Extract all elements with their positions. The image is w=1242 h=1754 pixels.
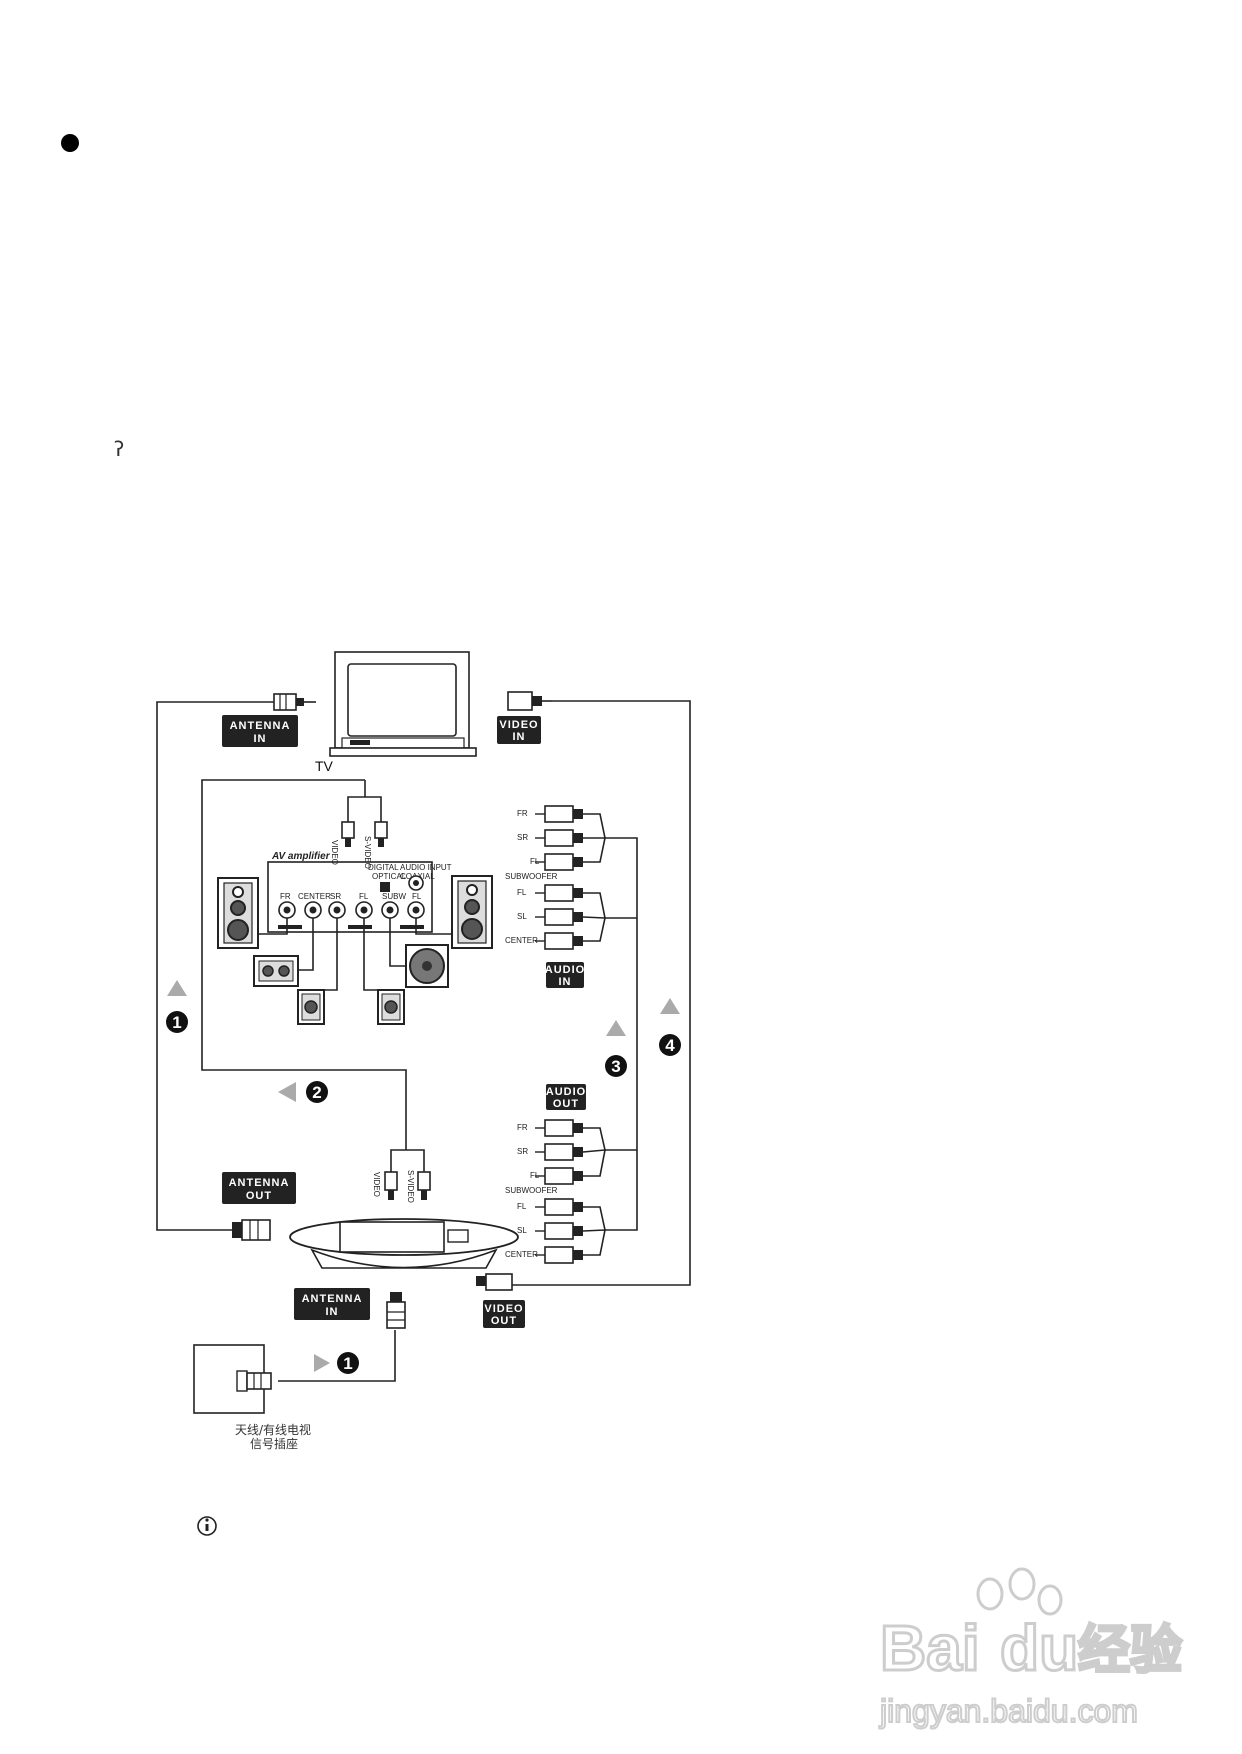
svg-text:SL: SL [517,912,527,921]
svg-text:AUDIO: AUDIO [546,1086,586,1098]
svg-text:FR: FR [280,892,291,901]
svg-text:SUBW: SUBW [382,892,406,901]
wall-socket-label-2: 信号插座 [250,1436,298,1451]
av-amplifier: AV amplifier DIGITAL AUDIO INPUT OPTICAL… [267,851,452,933]
step-2-marker: 2 [278,1081,328,1103]
svg-text:VIDEO: VIDEO [372,1172,381,1197]
svg-text:4: 4 [665,1036,675,1055]
svg-text:3: 3 [611,1057,620,1076]
baidu-watermark: Bai du 经验 jingyan.baidu.com [878,1567,1184,1730]
video-out-badge: VIDEO OUT [483,1300,525,1328]
bullet-dot [61,134,79,152]
svg-text:SL: SL [517,1226,527,1235]
antenna-in-connector-player [386,1292,406,1329]
svg-text:FL: FL [359,892,369,901]
amp-jacks: FR CENTER SR FL SUBW FL [278,892,425,929]
svg-text:ANTENNA: ANTENNA [229,1177,290,1189]
svg-text:FL: FL [530,1171,540,1180]
svg-text:S-VIDEO: S-VIDEO [363,836,372,869]
speaker-wires [258,918,452,991]
video-in-badge-tv: VIDEO IN [497,716,541,744]
svg-text:1: 1 [343,1354,352,1373]
video-connector-tv [507,691,552,711]
player-video-plugs: VIDEO S-VIDEO [372,1170,431,1203]
antenna-in-badge-tv: ANTENNA IN [222,715,298,747]
speaker-front-right [451,875,493,949]
wall-wire [278,1330,396,1382]
svg-text:ANTENNA: ANTENNA [302,1293,363,1305]
svg-text:VIDEO: VIDEO [330,840,339,865]
audio-in-badge: AUDIO IN [545,962,585,988]
svg-text:AUDIO: AUDIO [545,964,585,976]
antenna-wire [156,701,274,1231]
av-amplifier-label: AV amplifier [271,851,331,862]
watermark-bai: Bai [880,1612,980,1684]
svg-text:OUT: OUT [491,1315,517,1327]
speaker-subwoofer [405,944,449,988]
audio-out-badge: AUDIO OUT [546,1084,586,1110]
svg-text:IN: IN [254,733,267,745]
antenna-connector-tv [273,693,316,711]
svg-text:VIDEO: VIDEO [484,1303,523,1315]
svg-text:CENTER: CENTER [505,936,538,945]
svg-text:2: 2 [312,1083,321,1102]
antenna-in-badge-player: ANTENNA IN [294,1288,370,1320]
svg-text:FL: FL [517,1202,527,1211]
speaker-front-left [217,877,259,949]
tv-label: TV [315,758,334,774]
info-icon [197,1516,217,1536]
svg-text:SR: SR [517,833,528,842]
svg-text:OPTICAL: OPTICAL [372,872,407,881]
video-wire [512,700,691,1286]
svg-text:SUBWOOFER: SUBWOOFER [505,1186,558,1195]
audio-in-connectors: FR SR FL SUBWOOFER FL SL [505,805,606,950]
svg-text:CENTER: CENTER [298,892,331,901]
step-4-marker: 4 [659,998,681,1056]
dvd-player [289,1218,519,1269]
wall-socket [193,1344,272,1414]
watermark-cn: 经验 [1078,1621,1182,1681]
ear-icon: ʔ [114,437,124,461]
svg-text:SR: SR [517,1147,528,1156]
antenna-out-connector [232,1219,271,1241]
svg-text:SUBWOOFER: SUBWOOFER [505,872,558,881]
svg-text:FL: FL [530,857,540,866]
audio-out-connectors: FR SR FL SUBWOOFER FL SL [505,1119,606,1264]
tv [329,651,477,757]
wall-socket-label-1: 天线/有线电视 [235,1422,311,1437]
video-out-connector [476,1273,513,1291]
step-3-marker: 3 [605,1020,627,1077]
antenna-out-badge: ANTENNA OUT [222,1172,296,1204]
speaker-surround-right [377,989,405,1025]
svg-text:OUT: OUT [553,1098,579,1110]
svg-text:VIDEO: VIDEO [499,719,538,731]
svg-text:FR: FR [517,809,528,818]
player-video-wire [390,1149,425,1172]
svg-text:ANTENNA: ANTENNA [230,720,291,732]
watermark-url: jingyan.baidu.com [879,1693,1138,1729]
watermark-du: du [1000,1612,1078,1684]
svg-text:IN: IN [326,1306,339,1318]
svg-text:FL: FL [412,892,422,901]
amp-video-plugs: VIDEO S-VIDEO [330,821,388,869]
svideo-wire [201,779,407,1150]
paw-icon [976,1567,1063,1616]
svg-text:DIGITAL AUDIO INPUT: DIGITAL AUDIO INPUT [368,863,452,872]
step-1b-marker: 1 [314,1352,359,1374]
svg-text:SR: SR [330,892,341,901]
audio-wire [605,837,638,1231]
svg-text:OUT: OUT [246,1190,272,1202]
step-1-marker: 1 [166,980,188,1033]
svg-text:FL: FL [517,888,527,897]
svg-text:IN: IN [513,731,526,743]
svg-text:S-VIDEO: S-VIDEO [406,1170,415,1203]
amp-video-wire [347,796,382,822]
svg-text:CENTER: CENTER [505,1250,538,1259]
svg-text:IN: IN [559,976,572,988]
svg-text:1: 1 [172,1013,181,1032]
svg-text:FR: FR [517,1123,528,1132]
speaker-center [253,955,299,987]
speaker-surround-left [297,989,325,1025]
